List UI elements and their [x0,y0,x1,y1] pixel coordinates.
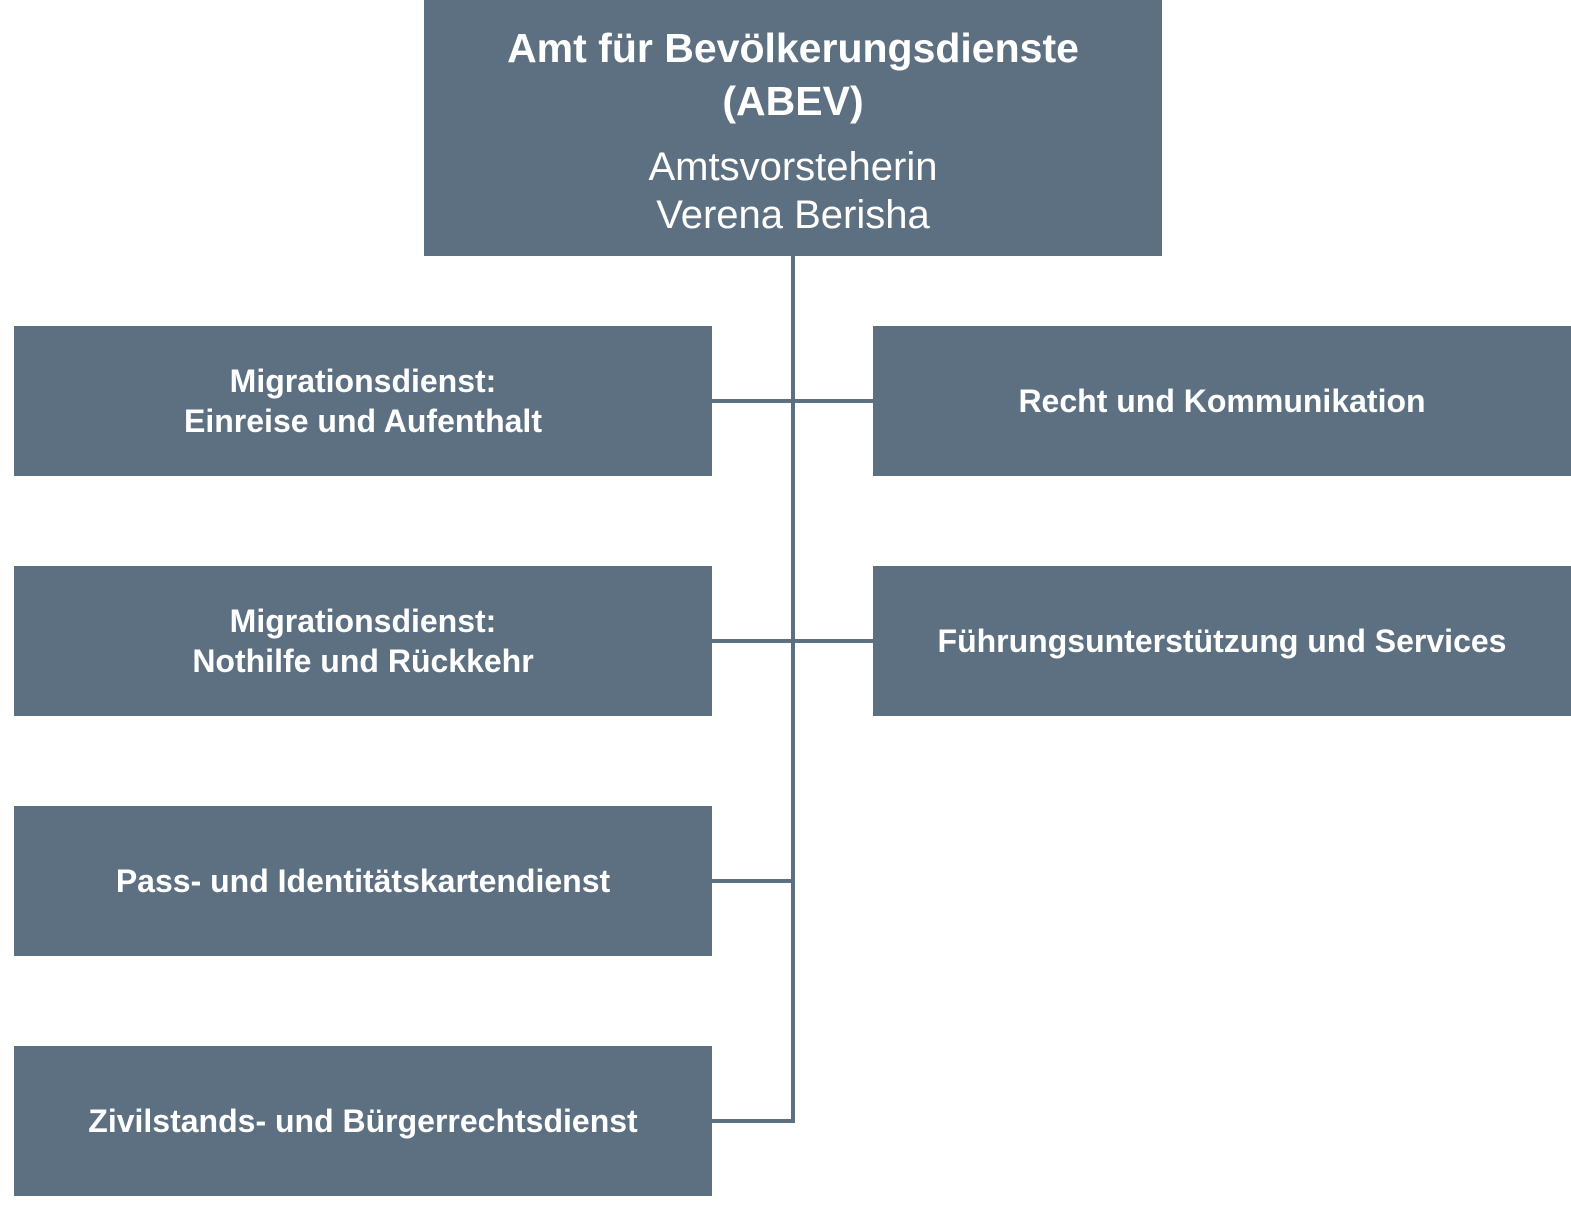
root-unit-box: Amt für Bevölkerungsdienste (ABEV) Amtsv… [424,0,1162,256]
unit-label: Migrationsdienst: Einreise und Aufenthal… [184,363,542,439]
unit-box-pass-identitaetskarten: Pass- und Identitätskartendienst [14,806,712,956]
unit-box-zivilstand-buergerrecht: Zivilstands- und Bürgerrechtsdienst [14,1046,712,1196]
unit-label: Zivilstands- und Bürgerrechtsdienst [88,1103,638,1139]
unit-label: Recht und Kommunikation [1018,383,1426,419]
unit-box-recht-kommunikation: Recht und Kommunikation [873,326,1571,476]
unit-label: Migrationsdienst: Nothilfe und Rückkehr [192,603,534,679]
unit-label: Pass- und Identitätskartendienst [115,863,611,899]
root-unit-head: Amtsvorsteherin Verena Berisha [648,144,938,237]
unit-box-einreise-aufenthalt: Migrationsdienst: Einreise und Aufenthal… [14,326,712,476]
unit-box-fuehrungsunterstuetzung: Führungsunterstützung und Services [873,566,1571,716]
unit-box-nothilfe-rueckkehr: Migrationsdienst: Nothilfe und Rückkehr [14,566,712,716]
root-unit-title: Amt für Bevölkerungsdienste (ABEV) [507,24,1079,124]
unit-label: Führungsunterstützung und Services [937,623,1507,659]
